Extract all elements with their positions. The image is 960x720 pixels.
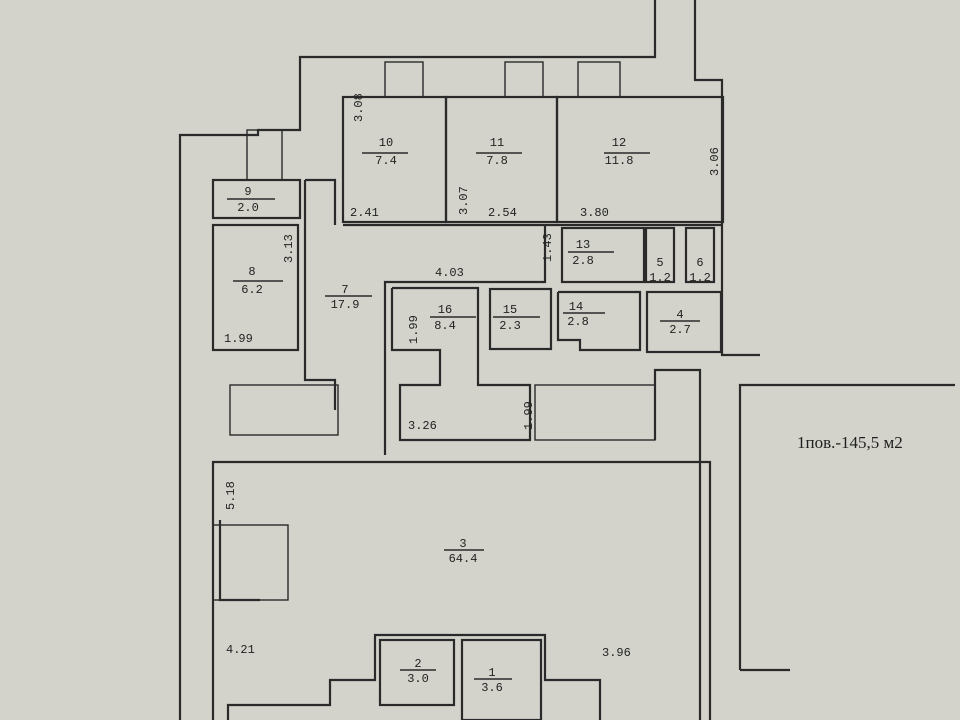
- svg-text:3: 3: [459, 537, 466, 551]
- room-8: 86.2: [233, 265, 283, 297]
- room-16: 168.4: [430, 303, 476, 333]
- dimension: 2.54: [488, 206, 517, 220]
- svg-text:17.9: 17.9: [331, 298, 360, 312]
- room-14: 142.8: [563, 300, 605, 329]
- dimension: 3.13: [282, 234, 296, 263]
- svg-text:1: 1: [488, 666, 495, 680]
- dimension: 5.18: [224, 481, 238, 510]
- svg-text:2.7: 2.7: [669, 323, 691, 337]
- svg-text:2: 2: [414, 657, 421, 671]
- svg-text:3.6: 3.6: [481, 681, 503, 695]
- svg-text:1.2: 1.2: [649, 271, 671, 285]
- svg-text:7: 7: [341, 283, 348, 297]
- room-3: 364.4: [444, 537, 484, 566]
- svg-text:5: 5: [656, 256, 663, 270]
- svg-text:2.0: 2.0: [237, 201, 259, 215]
- svg-text:12: 12: [612, 136, 626, 150]
- svg-text:14: 14: [569, 300, 583, 314]
- svg-text:2.8: 2.8: [572, 254, 594, 268]
- svg-text:11.8: 11.8: [605, 154, 634, 168]
- dimension: 4.21: [226, 643, 255, 657]
- svg-text:10: 10: [379, 136, 393, 150]
- svg-text:7.4: 7.4: [375, 154, 397, 168]
- svg-text:7.8: 7.8: [486, 154, 508, 168]
- dimension: 3.26: [408, 419, 437, 433]
- dimension: 1.99: [407, 315, 421, 344]
- dimension: 2.41: [350, 206, 379, 220]
- svg-text:13: 13: [576, 238, 590, 252]
- room-4: 42.7: [660, 308, 700, 337]
- svg-text:2.8: 2.8: [567, 315, 589, 329]
- svg-text:11: 11: [490, 136, 504, 150]
- floor-area-caption: 1пов.-145,5 м2: [797, 433, 903, 452]
- room-2: 23.0: [400, 657, 436, 686]
- dimension: 3.96: [602, 646, 631, 660]
- svg-text:15: 15: [503, 303, 517, 317]
- room-labels: 13.6 23.0 364.4 42.7 51.2 61.2 717.9 86.…: [227, 136, 711, 695]
- svg-text:3.0: 3.0: [407, 672, 429, 686]
- room-7: 717.9: [325, 283, 372, 312]
- svg-text:9: 9: [244, 185, 251, 199]
- room-11: 117.8: [476, 136, 522, 168]
- room-1: 13.6: [474, 666, 512, 695]
- svg-text:1.2: 1.2: [689, 271, 711, 285]
- room-10: 107.4: [362, 136, 408, 168]
- room-12: 12 11.8: [604, 136, 650, 168]
- room-6: 61.2: [689, 256, 711, 285]
- svg-text:64.4: 64.4: [449, 552, 478, 566]
- dimension: 3.07: [457, 186, 471, 215]
- room-13: 132.8: [568, 238, 614, 268]
- svg-text:6: 6: [696, 256, 703, 270]
- dimension: 3.06: [708, 147, 722, 176]
- dimension: 3.08: [352, 93, 366, 122]
- room-15: 152.3: [493, 303, 540, 333]
- dimension-labels: 3.08 2.41 3.07 2.54 3.80 3.06 3.13 1.99 …: [224, 93, 722, 660]
- walls: [178, 0, 955, 720]
- dimension: 3.80: [580, 206, 609, 220]
- dimension: 4.03: [435, 266, 464, 280]
- svg-text:8: 8: [248, 265, 255, 279]
- svg-text:4: 4: [676, 308, 683, 322]
- room-5: 51.2: [649, 256, 671, 285]
- room-9: 92.0: [227, 185, 275, 215]
- svg-text:8.4: 8.4: [434, 319, 456, 333]
- dimension: 1.43: [541, 233, 555, 262]
- dimension: 1.99: [224, 332, 253, 346]
- dimension: 1.99: [522, 401, 536, 430]
- svg-text:16: 16: [438, 303, 452, 317]
- svg-text:6.2: 6.2: [241, 283, 263, 297]
- svg-text:2.3: 2.3: [499, 319, 521, 333]
